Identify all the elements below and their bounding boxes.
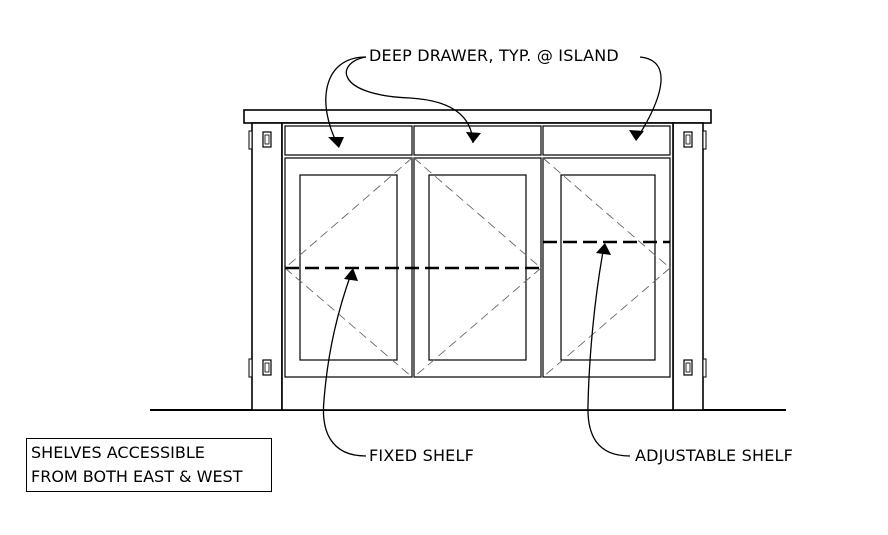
arrowhead-icon bbox=[328, 137, 344, 148]
drawer-2 bbox=[413, 125, 542, 156]
left-end-post bbox=[248, 122, 283, 411]
shelves-note-box: SHELVES ACCESSIBLE FROM BOTH EAST & WEST bbox=[26, 438, 272, 492]
label-deep-drawer: DEEP DRAWER, TYP. @ ISLAND bbox=[369, 46, 619, 65]
arrowhead-icon bbox=[344, 268, 358, 281]
leader-drawer-middle bbox=[345, 56, 474, 144]
arrowhead-icon bbox=[596, 243, 611, 255]
drawer-3 bbox=[542, 125, 671, 156]
drawer-1 bbox=[284, 125, 413, 156]
leader-drawer-right bbox=[635, 56, 662, 141]
note-line-2: FROM BOTH EAST & WEST bbox=[31, 467, 243, 486]
leader-adjustable-shelf bbox=[587, 245, 631, 457]
arrowhead-icon bbox=[629, 130, 644, 141]
leader-drawer-left bbox=[325, 56, 367, 148]
leader-fixed-shelf bbox=[322, 270, 367, 457]
drawer-row bbox=[284, 125, 671, 156]
door-3 bbox=[542, 157, 671, 378]
arrowhead-icon bbox=[466, 132, 481, 143]
right-end-post bbox=[672, 122, 707, 411]
countertop bbox=[243, 109, 712, 124]
note-line-1: SHELVES ACCESSIBLE bbox=[31, 443, 205, 462]
label-fixed-shelf: FIXED SHELF bbox=[369, 446, 475, 465]
cabinet-body bbox=[281, 122, 674, 411]
label-adjustable-shelf: ADJUSTABLE SHELF bbox=[635, 446, 794, 465]
